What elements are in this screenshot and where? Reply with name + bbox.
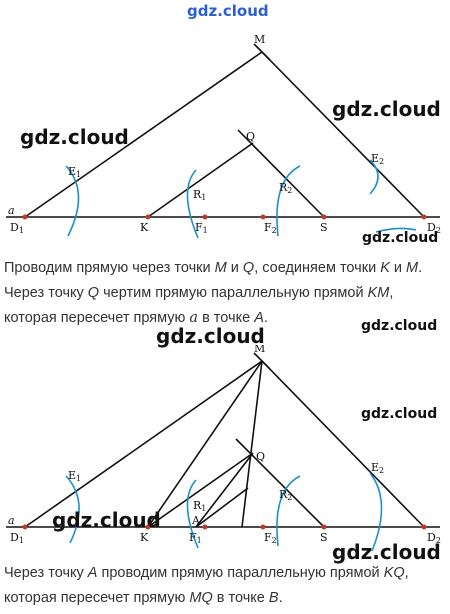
segment-m-d2 [261,51,425,218]
segment-m-k [147,360,263,528]
watermark: gdz.cloud [332,97,441,121]
point-s [321,214,327,220]
point-f2 [260,524,266,530]
label-d2: D2 [427,221,441,235]
watermark: gdz.cloud [362,230,439,246]
label-k: K [140,531,149,544]
point-d1 [22,214,28,220]
segment-m-d2 [261,360,425,528]
label-r1: R1 [193,499,206,513]
label-s: S [320,531,328,544]
arc-e2 [369,472,383,552]
tick-m [253,43,271,61]
label-q: Q [256,450,265,463]
segment-q-s [237,129,325,218]
arc-e1 [65,475,80,544]
label-m: M [254,345,265,355]
label-f2: F2 [264,531,277,545]
label-f2: F2 [264,221,277,235]
construction-figure-2: M Q E1 E2 R1 R2 A a D1 K F1 F2 S D2 [6,345,441,552]
segment-k-q [147,452,254,528]
segment-d1-m [24,360,263,528]
label-r2: R2 [279,488,292,502]
label-r2: R2 [279,181,292,195]
paragraph-1: Проводим прямую через точки M и Q, соеди… [4,260,423,326]
label-d1: D1 [10,531,24,545]
segment-q-s [235,438,325,528]
construction-figure-1: M Q E1 E2 R1 R2 a D1 K F1 F2 S D2 [6,33,441,239]
label-point-a: A [191,514,201,527]
label-d2: D2 [427,531,441,545]
segment-d1-m [24,51,263,218]
label-e1: E1 [68,165,81,179]
label-e1: E1 [68,469,81,483]
watermark-top: gdz.cloud [187,2,269,20]
label-k: K [140,221,149,234]
tick-m [253,352,271,370]
point-f1 [202,214,208,220]
point-k [145,524,151,530]
label-f1: F1 [195,221,208,235]
watermark: gdz.cloud [361,406,438,422]
arc-e1 [65,165,80,237]
paragraph-2: Через точку A проводим прямую параллельн… [4,565,409,606]
arc-r1 [186,479,199,549]
point-f1 [202,524,208,530]
segment-q-a [195,452,254,528]
arc-d2 [375,227,417,233]
watermark: gdz.cloud [156,324,265,348]
arc-r2 [276,475,301,547]
label-d1: D1 [10,221,24,235]
label-e2: E2 [371,461,384,475]
arc-e2 [369,159,379,195]
label-e2: E2 [371,152,384,166]
point-d1 [22,524,28,530]
segment-a-b [195,487,249,528]
point-d2 [421,214,427,220]
label-q: Q [246,130,255,143]
label-r1: R1 [193,188,206,202]
watermark: gdz.cloud [20,125,129,149]
label-a: a [8,514,15,527]
point-d2 [421,524,427,530]
label-f1: F1 [189,531,202,545]
arc-r2 [276,165,301,237]
segment-k-q [147,142,254,218]
label-s: S [320,221,328,234]
point-f2 [260,214,266,220]
point-s [321,524,327,530]
watermark: gdz.cloud [52,508,161,532]
label-a: a [8,204,15,217]
label-m: M [254,33,265,46]
arc-r1 [186,169,199,239]
watermark: gdz.cloud [361,318,438,334]
segment-m-a [241,360,263,528]
watermark: gdz.cloud [332,540,441,564]
point-k [145,214,151,220]
